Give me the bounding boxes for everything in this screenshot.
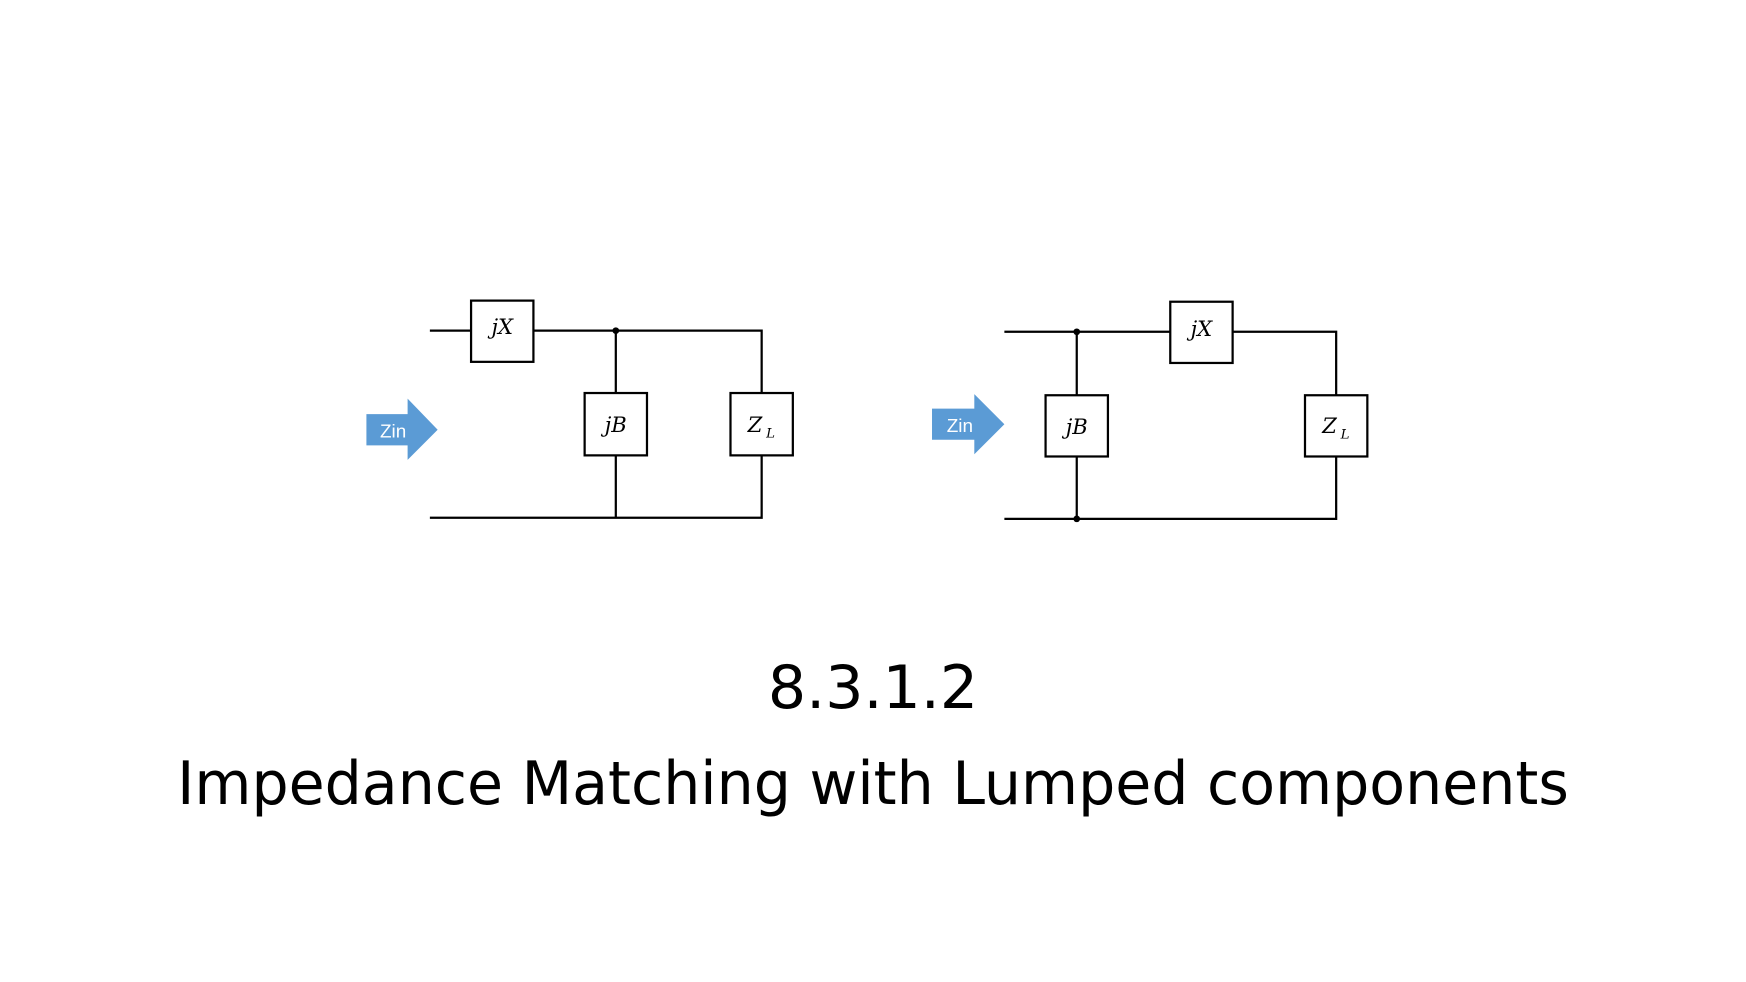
series-label: jX	[1187, 316, 1214, 341]
right-circuit: jX jB Z L Zin	[932, 300, 1369, 523]
series-reactance-box	[469, 299, 535, 363]
load-label: Z	[1321, 413, 1337, 438]
shunt-susceptance-box	[583, 391, 649, 457]
junction-dot	[1073, 328, 1081, 336]
left-circuit: jX jB Z L Zin	[366, 299, 794, 519]
junction-dot	[612, 327, 620, 335]
input-arrow-icon	[932, 394, 1005, 455]
load-subscript: L	[765, 427, 775, 442]
load-label: Z	[747, 412, 763, 437]
shunt-label: jB	[1062, 414, 1088, 439]
series-reactance-box	[1169, 300, 1234, 365]
section-number: 8.3.1.2	[768, 653, 978, 723]
load-subscript: L	[1340, 428, 1350, 443]
left-wires	[429, 329, 763, 519]
junction-dot	[1073, 515, 1081, 523]
load-box	[1303, 394, 1369, 458]
zin-label: Zin	[380, 422, 406, 443]
input-arrow-icon	[366, 398, 438, 460]
shunt-label: jB	[601, 412, 627, 437]
slide-title: Impedance Matching with Lumped component…	[177, 749, 1569, 819]
load-box	[729, 391, 794, 457]
zin-label: Zin	[947, 416, 973, 437]
right-wires	[1004, 330, 1338, 520]
shunt-susceptance-box	[1044, 394, 1110, 458]
series-label: jX	[487, 314, 514, 339]
